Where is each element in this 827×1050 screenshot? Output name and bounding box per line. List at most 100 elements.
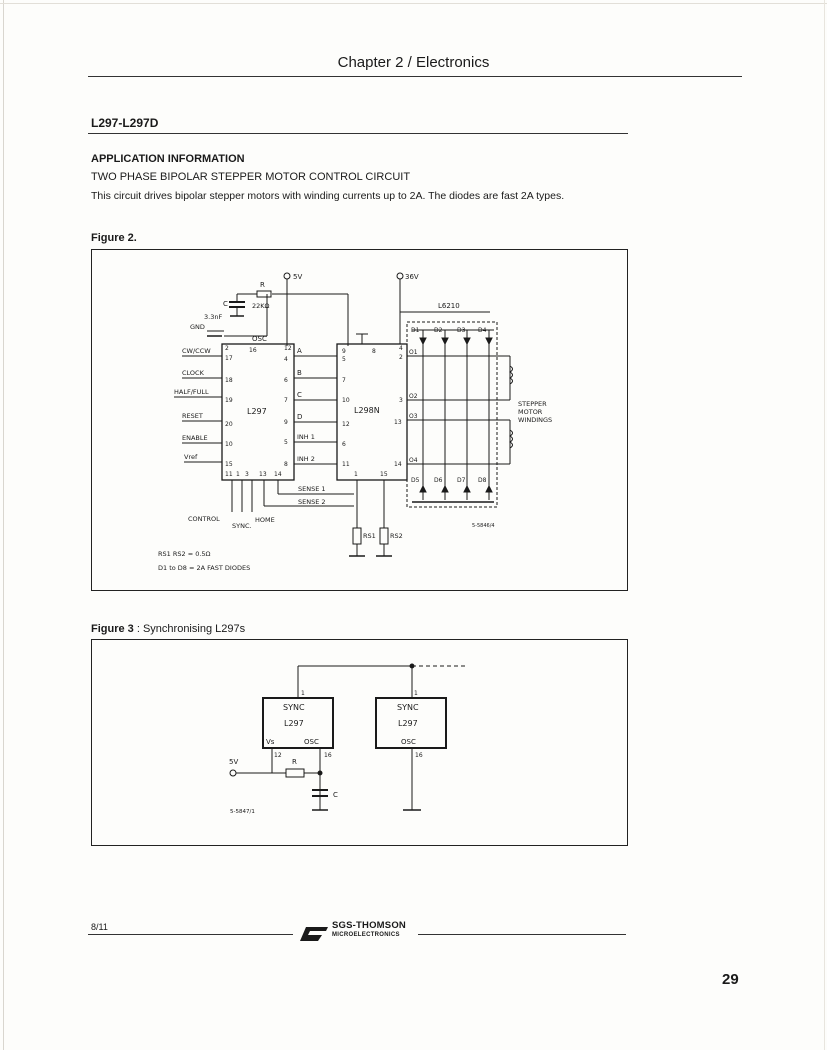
svg-text:10: 10 xyxy=(225,441,233,448)
fig3-l297-b: L297 xyxy=(398,719,418,728)
label-stepper: STEPPER xyxy=(518,400,547,408)
label-out-d: D xyxy=(297,413,302,421)
svg-text:19: 19 xyxy=(225,397,233,404)
svg-text:9: 9 xyxy=(342,348,346,355)
svg-text:16: 16 xyxy=(249,347,257,354)
l297-chip-slave xyxy=(375,697,447,749)
fig3-pin12: 12 xyxy=(274,752,282,759)
figure-3-caption: Figure 3 : Synchronising L297s xyxy=(91,623,245,635)
figure-3-schematic: 1 SYNC L297 Vs OSC 1 SYNC L297 OSC 12 16… xyxy=(91,639,628,846)
chapter-header: Chapter 2 / Electronics xyxy=(337,54,490,71)
label-out-c: C xyxy=(297,391,302,399)
label-36v: 36V xyxy=(405,273,419,281)
label-rs2: RS2 xyxy=(390,532,403,540)
footer-rule-left xyxy=(88,934,293,935)
svg-text:14: 14 xyxy=(274,471,282,478)
st-logo-icon xyxy=(300,927,328,941)
svg-text:14: 14 xyxy=(394,461,402,468)
fig3-pin1-a: 1 xyxy=(301,690,305,697)
brand-subtitle: MICROELECTRONICS xyxy=(332,932,400,938)
l297-chip-master xyxy=(262,697,334,749)
svg-text:9: 9 xyxy=(284,419,288,426)
svg-text:15: 15 xyxy=(225,461,233,468)
svg-text:11: 11 xyxy=(225,471,233,478)
svg-text:11: 11 xyxy=(342,461,350,468)
section-subtitle: TWO PHASE BIPOLAR STEPPER MOTOR CONTROL … xyxy=(91,171,411,183)
label-l297: L297 xyxy=(247,407,267,416)
label-home: HOME xyxy=(255,516,275,524)
note-diodes: D1 to D8 = 2A FAST DIODES xyxy=(158,564,250,572)
label-reset: RESET xyxy=(182,412,203,420)
scan-edge-top xyxy=(0,3,827,4)
label-out-a: A xyxy=(297,347,302,355)
page-number: 29 xyxy=(722,971,739,988)
l297-chip xyxy=(221,343,295,481)
brand-name: SGS-THOMSON xyxy=(332,920,406,931)
label-inh2: INH 2 xyxy=(297,455,315,463)
svg-text:2: 2 xyxy=(225,345,229,352)
label-ref-5846: 5-5846/4 xyxy=(472,523,495,529)
label-control: CONTROL xyxy=(188,515,220,523)
label-d8: D8 xyxy=(478,477,487,484)
label-windings: WINDINGS xyxy=(518,416,552,424)
svg-text:1: 1 xyxy=(354,471,358,478)
label-enable: ENABLE xyxy=(182,434,208,442)
fig3-vs: Vs xyxy=(266,738,275,746)
label-c: C xyxy=(223,300,228,308)
svg-text:6: 6 xyxy=(342,441,346,448)
figure-2-caption: Figure 2. xyxy=(91,232,137,244)
part-number-title: L297-L297D xyxy=(91,116,159,130)
label-sense1: SENSE 1 xyxy=(298,485,326,493)
svg-text:7: 7 xyxy=(342,377,346,384)
fig3-c: C xyxy=(333,791,338,799)
label-cw-ccw: CW/CCW xyxy=(182,347,211,355)
header-rule xyxy=(88,76,742,77)
label-sense2: SENSE 2 xyxy=(298,498,326,506)
svg-text:8: 8 xyxy=(284,461,288,468)
label-l298n: L298N xyxy=(354,406,380,415)
label-o4: O4 xyxy=(409,457,418,464)
label-o3: O3 xyxy=(409,413,418,420)
label-vref: Vref xyxy=(184,453,198,461)
footer-rule-right xyxy=(418,934,626,935)
l6210-chip xyxy=(406,321,498,508)
svg-text:10: 10 xyxy=(342,397,350,404)
figure-3-label: Figure 3 xyxy=(91,623,134,635)
label-osc: OSC xyxy=(252,335,267,343)
svg-text:13: 13 xyxy=(259,471,267,478)
svg-text:12: 12 xyxy=(342,421,350,428)
fig3-sync-b: SYNC xyxy=(397,703,419,712)
svg-text:1: 1 xyxy=(236,471,240,478)
label-c-value: 3.3nF xyxy=(204,313,222,321)
label-gnd: GND xyxy=(190,323,205,331)
svg-text:12: 12 xyxy=(284,345,292,352)
svg-text:17: 17 xyxy=(225,355,233,362)
label-clock: CLOCK xyxy=(182,369,205,377)
svg-text:15: 15 xyxy=(380,471,388,478)
section-heading: APPLICATION INFORMATION xyxy=(91,153,245,165)
label-half-full: HALF/FULL xyxy=(174,388,209,396)
fig3-sync-a: SYNC xyxy=(283,703,305,712)
svg-text:13: 13 xyxy=(394,419,402,426)
fig3-osc-a: OSC xyxy=(304,738,319,746)
svg-text:8: 8 xyxy=(372,348,376,355)
label-out-b: B xyxy=(297,369,302,377)
svg-text:6: 6 xyxy=(284,377,288,384)
label-5v: 5V xyxy=(293,273,302,281)
svg-text:3: 3 xyxy=(245,471,249,478)
svg-text:7: 7 xyxy=(284,397,288,404)
label-sync: SYNC. xyxy=(232,522,252,530)
label-d6: D6 xyxy=(434,477,443,484)
fig3-pin16-a: 16 xyxy=(324,752,332,759)
fig3-l297-a: L297 xyxy=(284,719,304,728)
fig3-ref: 5-5847/1 xyxy=(230,809,255,815)
label-d7: D7 xyxy=(457,477,466,484)
fig3-r: R xyxy=(292,758,297,766)
label-r-value: 22KΩ xyxy=(252,302,270,310)
svg-text:5: 5 xyxy=(284,439,288,446)
label-o1: O1 xyxy=(409,349,418,356)
label-rs1: RS1 xyxy=(363,532,376,540)
svg-text:20: 20 xyxy=(225,421,233,428)
scan-edge-left xyxy=(3,0,4,1050)
svg-text:5: 5 xyxy=(342,356,346,363)
